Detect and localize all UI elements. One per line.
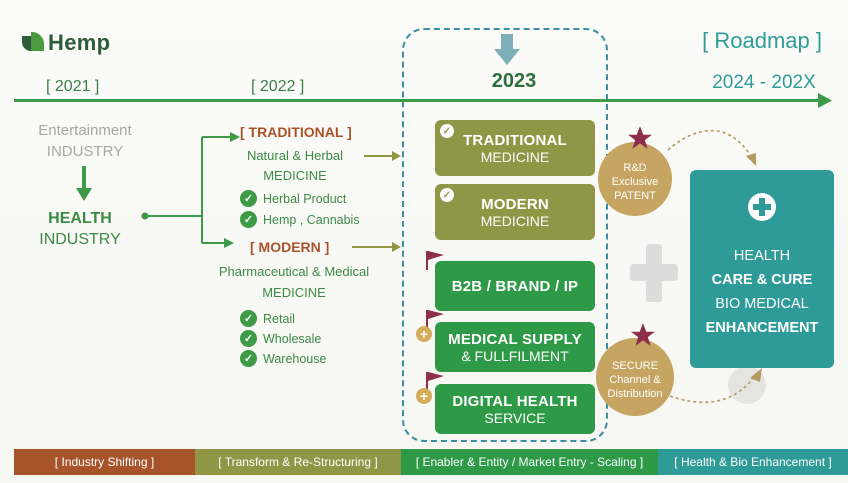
box-title: TRADITIONAL: [463, 131, 567, 149]
modern-title: [ MODERN ]: [250, 239, 330, 255]
flag-icon: [426, 251, 444, 270]
check-icon: ✓: [440, 124, 454, 138]
flag-icon: [426, 372, 444, 391]
traditional-title: [ TRADITIONAL ]: [240, 124, 352, 140]
health-industry: HEALTH INDUSTRY: [22, 208, 138, 250]
health-line: HEALTH: [48, 210, 112, 227]
plus-icon: +: [416, 388, 432, 404]
medical-supply-box: MEDICAL SUPPLY & FULLFILMENT: [435, 322, 595, 372]
check-icon: ✓: [440, 188, 454, 202]
phase-industry-shifting: [ Industry Shifting ]: [14, 449, 195, 475]
flag-icon: [426, 310, 444, 329]
digital-health-box: DIGITAL HEALTH SERVICE: [435, 384, 595, 434]
traditional-bullets: ✓ Herbal Product ✓ Hemp , Cannabis: [240, 190, 360, 228]
secure-line1: SECURE: [612, 360, 658, 372]
rnd-line2: Exclusive: [611, 176, 659, 188]
box-title: DIGITAL HEALTH: [452, 392, 578, 410]
modern-line1: Pharmaceutical & Medical: [218, 264, 370, 279]
box-subtitle: SERVICE: [484, 409, 546, 426]
check-icon: ✓: [240, 350, 257, 367]
down-arrow-icon: [494, 34, 520, 65]
logo: Hemp: [22, 30, 110, 56]
bullet-item: ✓ Herbal Product: [240, 190, 360, 207]
phase-transform: [ Transform & Re-Structuring ]: [195, 449, 401, 475]
goal-line3: BIO MEDICAL: [715, 296, 809, 312]
health-goal-box: HEALTH CARE & CURE BIO MEDICAL ENHANCEME…: [690, 170, 834, 368]
entertainment-line: Entertainment: [38, 122, 132, 139]
phase-health-bio: [ Health & Bio Enhancement ]: [658, 449, 848, 475]
logo-text: Hemp: [48, 30, 111, 55]
traditional-line1: Natural & Herbal: [246, 148, 344, 163]
modern-bullets: ✓ Retail ✓ Wholesale ✓ Warehouse: [240, 310, 326, 367]
bullet-item: ✓ Wholesale: [240, 330, 326, 347]
phase-bar: [ Industry Shifting ] [ Transform & Re-S…: [14, 449, 848, 475]
industry-line: INDUSTRY: [46, 143, 124, 160]
box-title: B2B / BRAND / IP: [451, 277, 579, 295]
shift-down-arrow-icon: [76, 166, 92, 201]
health-industry-line: INDUSTRY: [39, 231, 121, 248]
secure-line3: Distribution: [607, 388, 663, 400]
goal-line2: CARE & CURE: [711, 272, 813, 288]
year-2024-label: 2024 - 202X: [712, 72, 816, 93]
background-cross-icon: [630, 244, 678, 302]
secure-line2: Channel &: [609, 374, 661, 386]
branch-connector: [141, 132, 240, 248]
traditional-medicine-box: TRADITIONAL MEDICINE: [435, 120, 595, 176]
traditional-arrow-icon: [364, 151, 401, 161]
box-subtitle: MEDICINE: [480, 212, 550, 229]
box-title: MODERN: [481, 195, 549, 213]
year-2023-label: 2023: [491, 70, 537, 92]
timeline-arrow: [14, 93, 832, 108]
phase-enabler: [ Enabler & Entity / Market Entry - Scal…: [401, 449, 658, 475]
goal-line1: HEALTH: [733, 248, 791, 264]
bullet-item: ✓ Hemp , Cannabis: [240, 211, 360, 228]
plus-icon: +: [416, 326, 432, 342]
modern-arrow-icon: [352, 242, 401, 252]
dotted-curve-arrow: [669, 368, 762, 404]
year-2021-label: [ 2021 ]: [46, 78, 100, 95]
b2b-brand-ip-box: B2B / BRAND / IP: [435, 261, 595, 311]
star-icon: [631, 323, 655, 346]
rnd-patent-circle: R&D Exclusive PATENT: [598, 142, 672, 216]
modern-desc: Pharmaceutical & Medical MEDICINE: [196, 261, 392, 303]
year-2022-label: [ 2022 ]: [251, 78, 305, 95]
check-icon: ✓: [240, 330, 257, 347]
check-icon: ✓: [240, 190, 257, 207]
rnd-line1: R&D: [623, 162, 647, 174]
box-subtitle: MEDICINE: [480, 148, 550, 165]
bullet-item: ✓ Warehouse: [240, 350, 326, 367]
rnd-line3: PATENT: [614, 190, 656, 202]
leaf-logo-icon: [22, 32, 44, 54]
star-icon: [628, 126, 652, 149]
year-2023-highlight: [402, 28, 608, 442]
medical-cross-icon: [748, 193, 776, 221]
bullet-text: Retail: [263, 311, 295, 326]
bullet-text: Hemp , Cannabis: [263, 212, 360, 227]
modern-medicine-box: MODERN MEDICINE: [435, 184, 595, 240]
secure-channel-circle: SECURE Channel & Distribution: [596, 338, 674, 416]
roadmap-label: [ Roadmap ]: [702, 28, 822, 53]
bullet-text: Herbal Product: [263, 191, 347, 206]
traditional-line2: MEDICINE: [263, 168, 327, 183]
bullet-text: Wholesale: [263, 331, 322, 346]
box-title: MEDICAL SUPPLY: [448, 330, 582, 348]
bullet-text: Warehouse: [263, 351, 327, 366]
traditional-desc: Natural & Herbal MEDICINE: [230, 146, 360, 186]
dotted-curve-arrow: [667, 129, 756, 166]
bullet-item: ✓ Retail: [240, 310, 326, 327]
entertainment-industry: Entertainment INDUSTRY: [22, 120, 148, 162]
modern-line2: MEDICINE: [262, 285, 326, 300]
check-icon: ✓: [240, 310, 257, 327]
goal-line4: ENHANCEMENT: [705, 320, 819, 336]
check-icon: ✓: [240, 211, 257, 228]
box-subtitle: & FULLFILMENT: [461, 347, 569, 364]
